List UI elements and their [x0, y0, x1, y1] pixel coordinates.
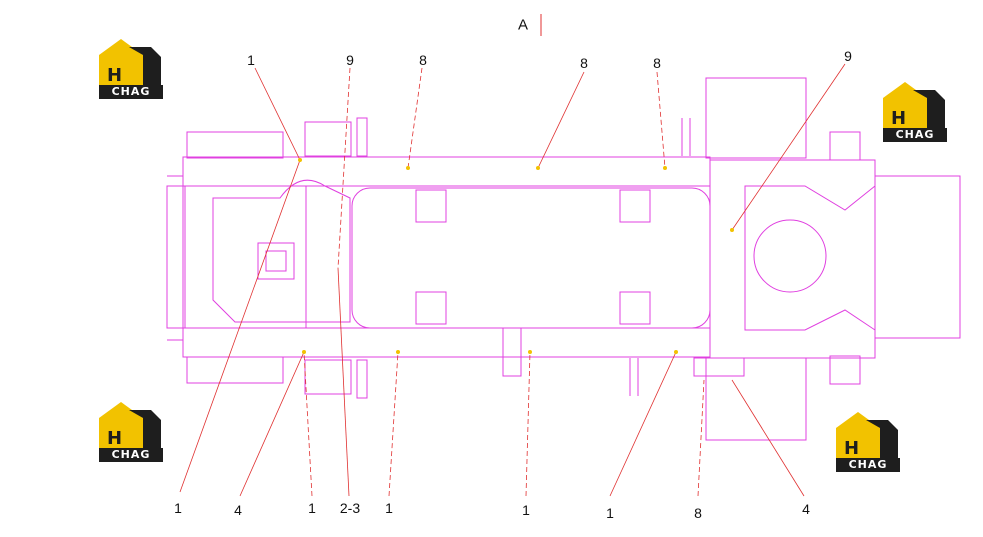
upper-bracket	[304, 121, 352, 157]
svg-text:3: 3	[909, 108, 922, 129]
leader-4-left	[239, 351, 305, 497]
logo-text: CHAG	[836, 458, 900, 472]
pad-top-left	[415, 189, 447, 223]
marker	[298, 158, 302, 162]
logo-house-icon: H 3	[883, 82, 945, 129]
front-block-bottom	[186, 356, 284, 384]
leader-9-right	[731, 63, 846, 231]
callout-label: 8	[580, 55, 588, 71]
pad-top-right	[619, 189, 651, 223]
marker	[730, 228, 734, 232]
callout-label: 1	[385, 500, 393, 516]
logo-text: CHAG	[883, 128, 947, 142]
leader-4-right	[731, 379, 805, 497]
callout-label: 2-3	[339, 500, 361, 516]
rear-hole	[753, 219, 827, 293]
view-label-a: A	[517, 16, 529, 34]
callout-label: 8	[694, 505, 702, 521]
leader-8-b	[537, 71, 585, 169]
logo-text: CHAG	[99, 448, 163, 462]
leader-8-c	[656, 71, 666, 169]
svg-text:3: 3	[125, 428, 138, 449]
logo-top-right: H 3 CHAG	[883, 80, 947, 142]
rear-cab-top	[705, 77, 807, 159]
marker	[536, 166, 540, 170]
logo-bottom-right: H 3 CHAG	[836, 410, 900, 472]
leader-1-bl	[179, 159, 301, 493]
leader-1-b3	[388, 351, 399, 497]
front-bumper	[166, 185, 186, 329]
leader-1-b2	[303, 351, 313, 497]
rear-extension	[874, 175, 961, 339]
pad-bottom-left	[415, 291, 447, 325]
callout-label: 1	[606, 505, 614, 521]
rear-housing	[693, 357, 745, 377]
engine-mount	[257, 242, 295, 280]
svg-text:H: H	[891, 108, 906, 129]
logo-bottom-left: H 3 CHAG	[99, 400, 163, 462]
logo-text: CHAG	[99, 85, 163, 99]
marker	[674, 350, 678, 354]
center-tube	[502, 327, 522, 377]
frame-rail-outer	[182, 156, 711, 358]
callout-label: 4	[802, 501, 810, 517]
callout-label: 8	[653, 55, 661, 71]
logo-house-icon: H 3	[99, 39, 161, 86]
marker	[663, 166, 667, 170]
leader-8-a	[407, 67, 423, 169]
callout-label: 9	[844, 48, 852, 64]
inner-frame	[351, 187, 711, 329]
pad-bottom-right	[619, 291, 651, 325]
callout-label: 1	[522, 502, 530, 518]
marker	[528, 350, 532, 354]
lower-bracket	[304, 359, 352, 395]
leader-2-3	[337, 267, 350, 497]
leader-1-top	[254, 67, 301, 161]
marker	[396, 350, 400, 354]
rear-cab-bottom	[705, 357, 807, 441]
callout-label: 8	[419, 52, 427, 68]
svg-text:3: 3	[862, 438, 875, 459]
marker	[406, 166, 410, 170]
callout-label: 4	[234, 502, 242, 518]
callout-label: 9	[346, 52, 354, 68]
front-block-top	[186, 131, 284, 159]
logo-house-icon: H 3	[836, 412, 898, 459]
marker	[302, 350, 306, 354]
svg-text:3: 3	[125, 65, 138, 86]
callout-label: 1	[174, 500, 182, 516]
engine-subframe	[212, 179, 351, 323]
callout-label: 1	[308, 500, 316, 516]
leader-8-bottom	[697, 379, 705, 497]
svg-text:H: H	[844, 438, 859, 459]
rear-box	[709, 159, 876, 359]
svg-text:H: H	[107, 65, 122, 86]
svg-text:H: H	[107, 428, 122, 449]
rear-yoke	[744, 184, 876, 331]
leader-1-b5	[609, 351, 677, 497]
logo-house-icon: H 3	[99, 402, 161, 449]
logo-top-left: H 3 CHAG	[99, 37, 163, 99]
leader-1-b4	[525, 351, 531, 497]
callout-label: 1	[247, 52, 255, 68]
leader-9-left	[337, 67, 351, 269]
